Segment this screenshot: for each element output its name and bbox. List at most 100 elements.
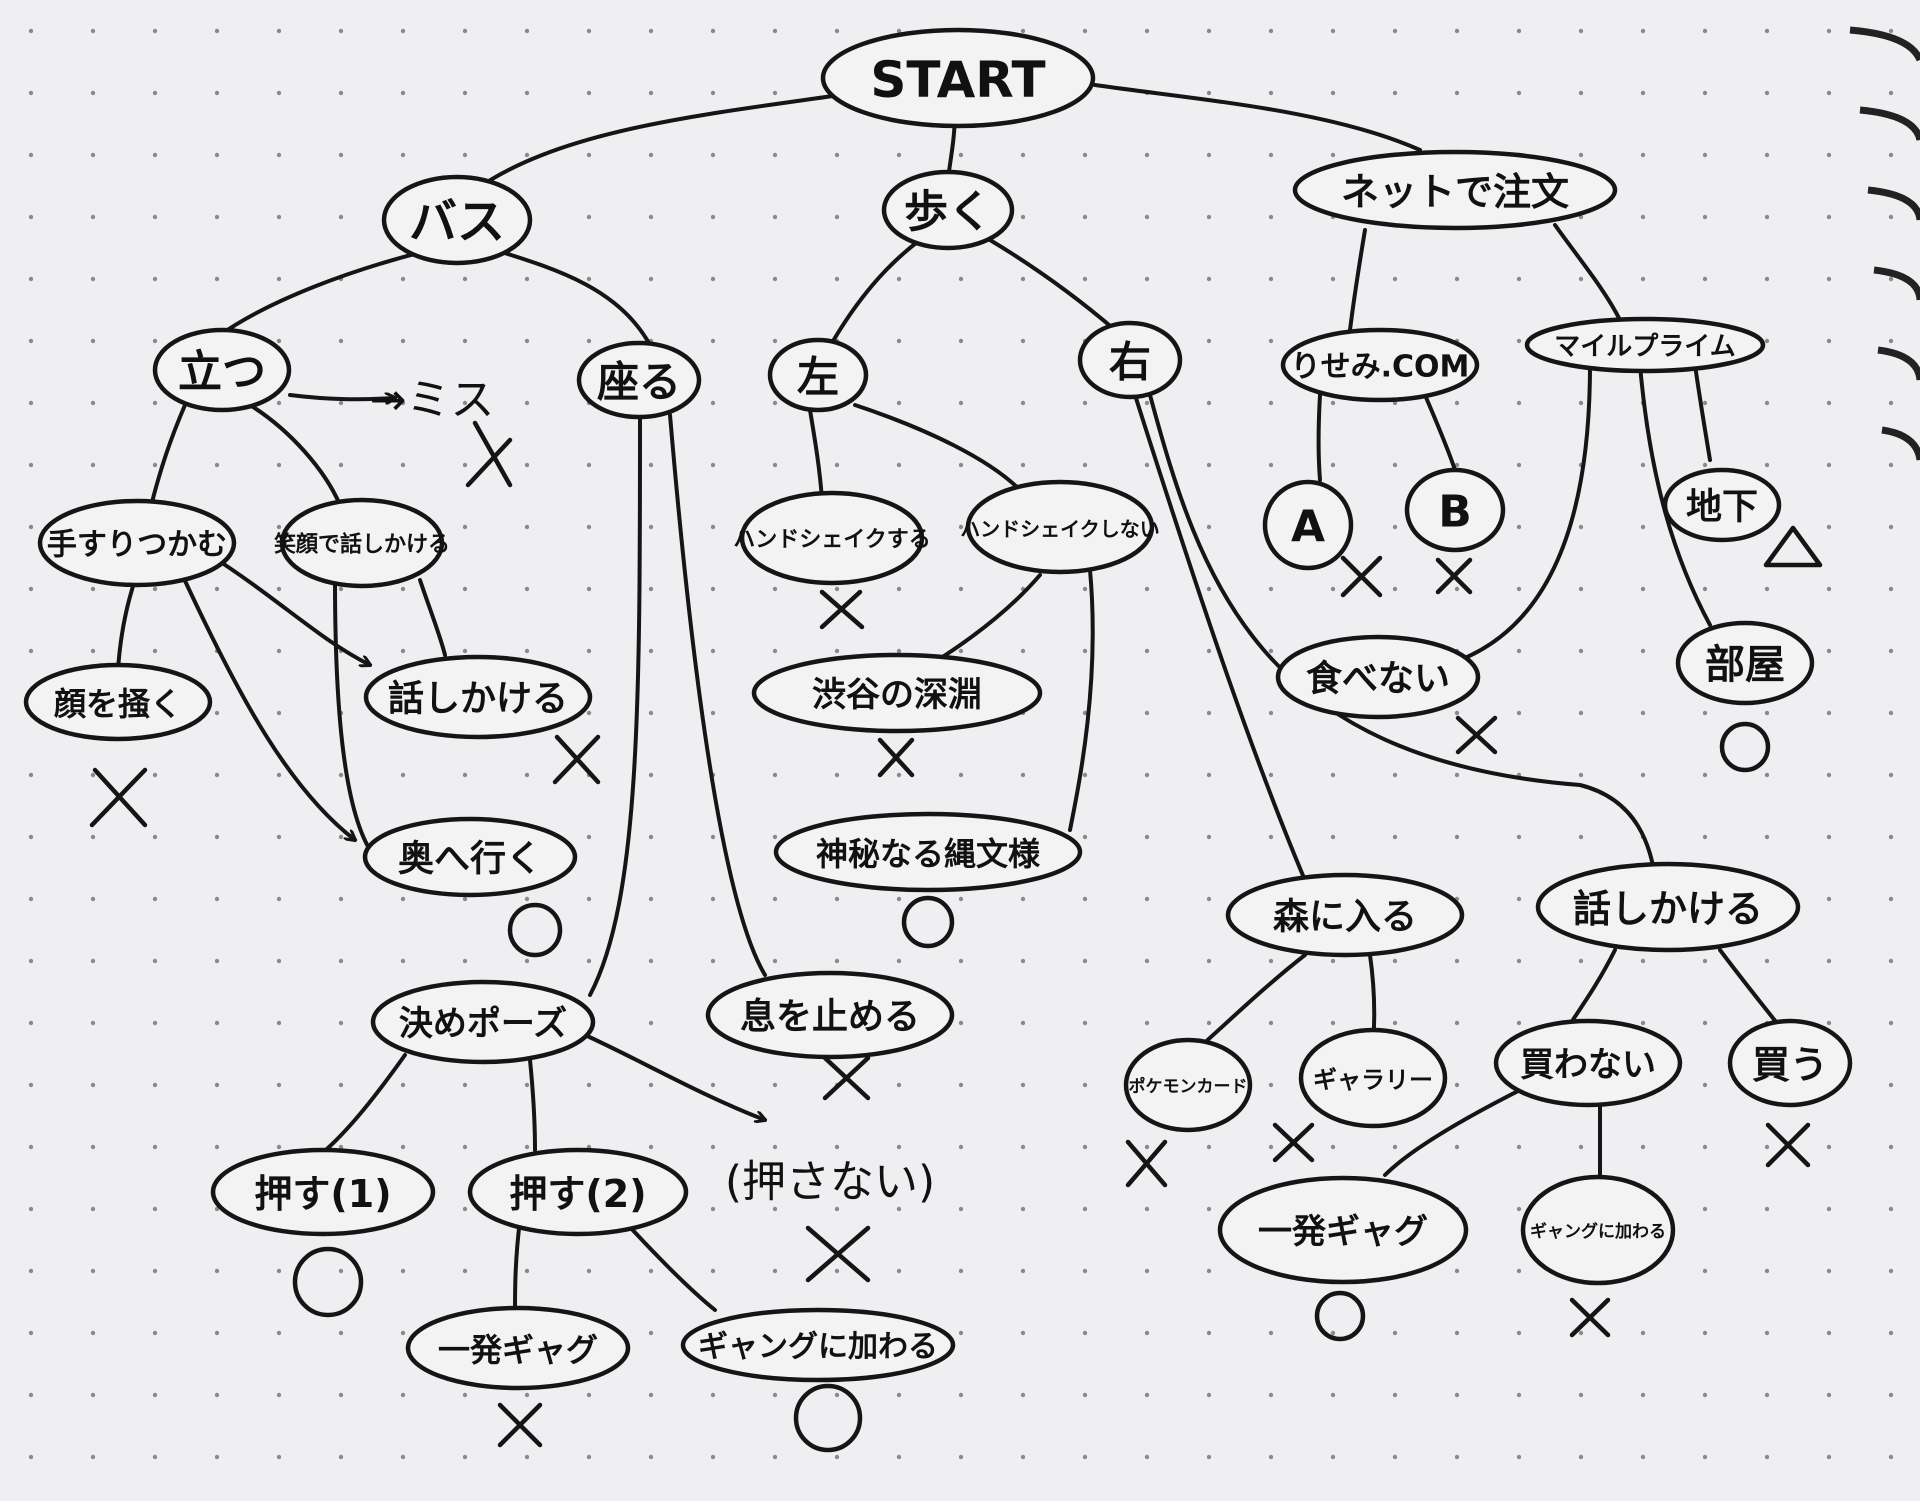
node-poke-card-label: ポケモンカード <box>1129 1076 1248 1097</box>
node-talk-to-1: 話しかける <box>363 654 593 740</box>
edge-left-nohandshake <box>853 403 1022 492</box>
node-dont-buy-label: 買わない <box>1520 1045 1656 1085</box>
ok-mark <box>1719 721 1771 773</box>
node-dont-buy: 買わない <box>1493 1018 1683 1108</box>
node-enter-forest: 森に入る <box>1225 872 1465 958</box>
ok-mark <box>1314 1290 1366 1342</box>
node-handshake: ハンドシェイクする <box>733 490 931 586</box>
x-mark <box>805 1225 871 1283</box>
miss-label: →ミス <box>370 375 495 426</box>
arrow-pose-nopush <box>583 1033 765 1120</box>
ok-mark <box>292 1246 364 1318</box>
node-mystic-pattern: 神秘なる縄文様 <box>773 811 1083 893</box>
node-push-2-label: 押す(2) <box>509 1172 646 1216</box>
node-approach-label: 笑顔で話しかける <box>274 532 450 558</box>
node-sit: 座る <box>576 340 702 420</box>
x-mark <box>1765 1122 1811 1168</box>
edge-nohandshake-mystic <box>1068 568 1095 832</box>
node-hold-breath-label: 息を止める <box>740 997 920 1038</box>
node-buy-label: 買う <box>1752 1043 1828 1087</box>
spiral-binding <box>1849 26 1920 461</box>
node-one-gag-2: 一発ギャグ <box>1217 1175 1469 1285</box>
node-face-scratch: 顔を掻く <box>23 662 213 742</box>
edge-start-net <box>1093 83 1422 152</box>
node-right-label: 右 <box>1109 338 1151 387</box>
edge-sit-breath <box>668 413 767 977</box>
edge-approach-goback <box>333 578 372 852</box>
node-stand-label: 立つ <box>178 347 266 398</box>
node-option-b-label: B <box>1438 487 1472 538</box>
nodes: START バス 歩く ネットで注文 立つ 座る 左 右 <box>23 27 1853 1391</box>
node-basement: 地下 <box>1662 467 1782 543</box>
node-go-back-label: 奥へ行く <box>398 839 542 880</box>
node-one-gag-1-label: 一発ギャグ <box>438 1331 598 1369</box>
node-no-handshake-label: ハンドシェイクしない <box>960 517 1160 541</box>
edge-risemi-a <box>1316 393 1322 482</box>
node-left-label: 左 <box>797 353 839 402</box>
node-talk-to-2: 話しかける <box>1535 861 1801 953</box>
edge-pose-push2 <box>528 1058 537 1152</box>
x-mark <box>822 1055 871 1101</box>
node-hold-breath: 息を止める <box>705 970 955 1060</box>
edge-start-bus <box>473 93 842 192</box>
edge-risemi-b <box>1423 393 1457 472</box>
node-gallery: ギャラリー <box>1298 1027 1448 1129</box>
node-talk-to-1-label: 話しかける <box>388 679 568 720</box>
x-mark <box>1340 555 1383 598</box>
node-shibuya-abyss: 渋谷の深淵 <box>751 652 1043 734</box>
node-risemi-com-label: りせみ.COM <box>1291 350 1470 385</box>
node-one-gag-1: 一発ギャグ <box>405 1305 631 1391</box>
x-mark <box>89 767 148 828</box>
marks-ng <box>89 420 1811 1448</box>
node-dont-eat: 食べない <box>1275 634 1481 720</box>
node-mile-prime-label: マイルプライム <box>1554 332 1735 362</box>
node-risemi-com: りせみ.COM <box>1280 327 1480 403</box>
x-mark <box>1435 557 1473 595</box>
edge-bus-sit <box>493 248 652 347</box>
free-text: →ミス (押さない) <box>370 375 936 1208</box>
node-bus: バス <box>381 174 533 266</box>
marks-partial <box>1763 525 1823 568</box>
node-talk-to-2-label: 話しかける <box>1573 887 1763 931</box>
edge-left-handshake <box>808 408 824 502</box>
node-handshake-label: ハンドシェイクする <box>733 528 931 553</box>
arrow-stand-miss <box>288 395 395 399</box>
edge-grab-face <box>116 578 137 672</box>
node-stand: 立つ <box>152 327 292 413</box>
arrow-grab-talk <box>208 553 370 665</box>
node-join-gang-1-label: ギャングに加わる <box>698 1330 938 1365</box>
edge-mile-basement <box>1693 363 1712 462</box>
edge-bus-stand <box>218 248 432 337</box>
edge-dontbuy-gag <box>1383 1083 1532 1177</box>
node-pose-label: 決めポーズ <box>399 1004 567 1044</box>
node-approach: 笑顔で話しかける <box>274 497 450 589</box>
node-left: 左 <box>767 337 869 413</box>
x-mark <box>497 1402 543 1448</box>
edge-push2-gag <box>513 1218 522 1312</box>
node-push-1: 押す(1) <box>210 1147 436 1237</box>
node-bus-label: バス <box>409 194 505 250</box>
node-walk-label: 歩く <box>904 187 992 238</box>
node-start: START <box>820 27 1096 129</box>
node-mystic-pattern-label: 神秘なる縄文様 <box>816 835 1041 873</box>
node-start-label: START <box>870 51 1045 109</box>
edge-stand-grab <box>148 403 187 512</box>
node-net-order: ネットで注文 <box>1292 149 1618 231</box>
node-room: 部屋 <box>1675 620 1815 706</box>
node-poke-card: ポケモンカード <box>1123 1037 1253 1133</box>
node-enter-forest-label: 森に入る <box>1273 897 1417 938</box>
node-net-order-label: ネットで注文 <box>1341 170 1569 214</box>
edge-pose-push1 <box>318 1053 407 1157</box>
node-basement-label: 地下 <box>1686 487 1758 528</box>
node-join-gang-2-label: ギャングに加わる <box>1530 1221 1666 1242</box>
arrow-grab-goback <box>178 568 355 840</box>
x-mark <box>552 734 601 785</box>
edge-right-talk2 <box>1148 393 1657 877</box>
node-gallery-label: ギャラリー <box>1313 1066 1433 1094</box>
edge-net-risemi <box>1348 228 1367 332</box>
x-mark <box>1455 715 1498 755</box>
triangle-mark <box>1763 525 1823 568</box>
x-mark <box>465 420 513 488</box>
ok-mark <box>793 1383 863 1453</box>
